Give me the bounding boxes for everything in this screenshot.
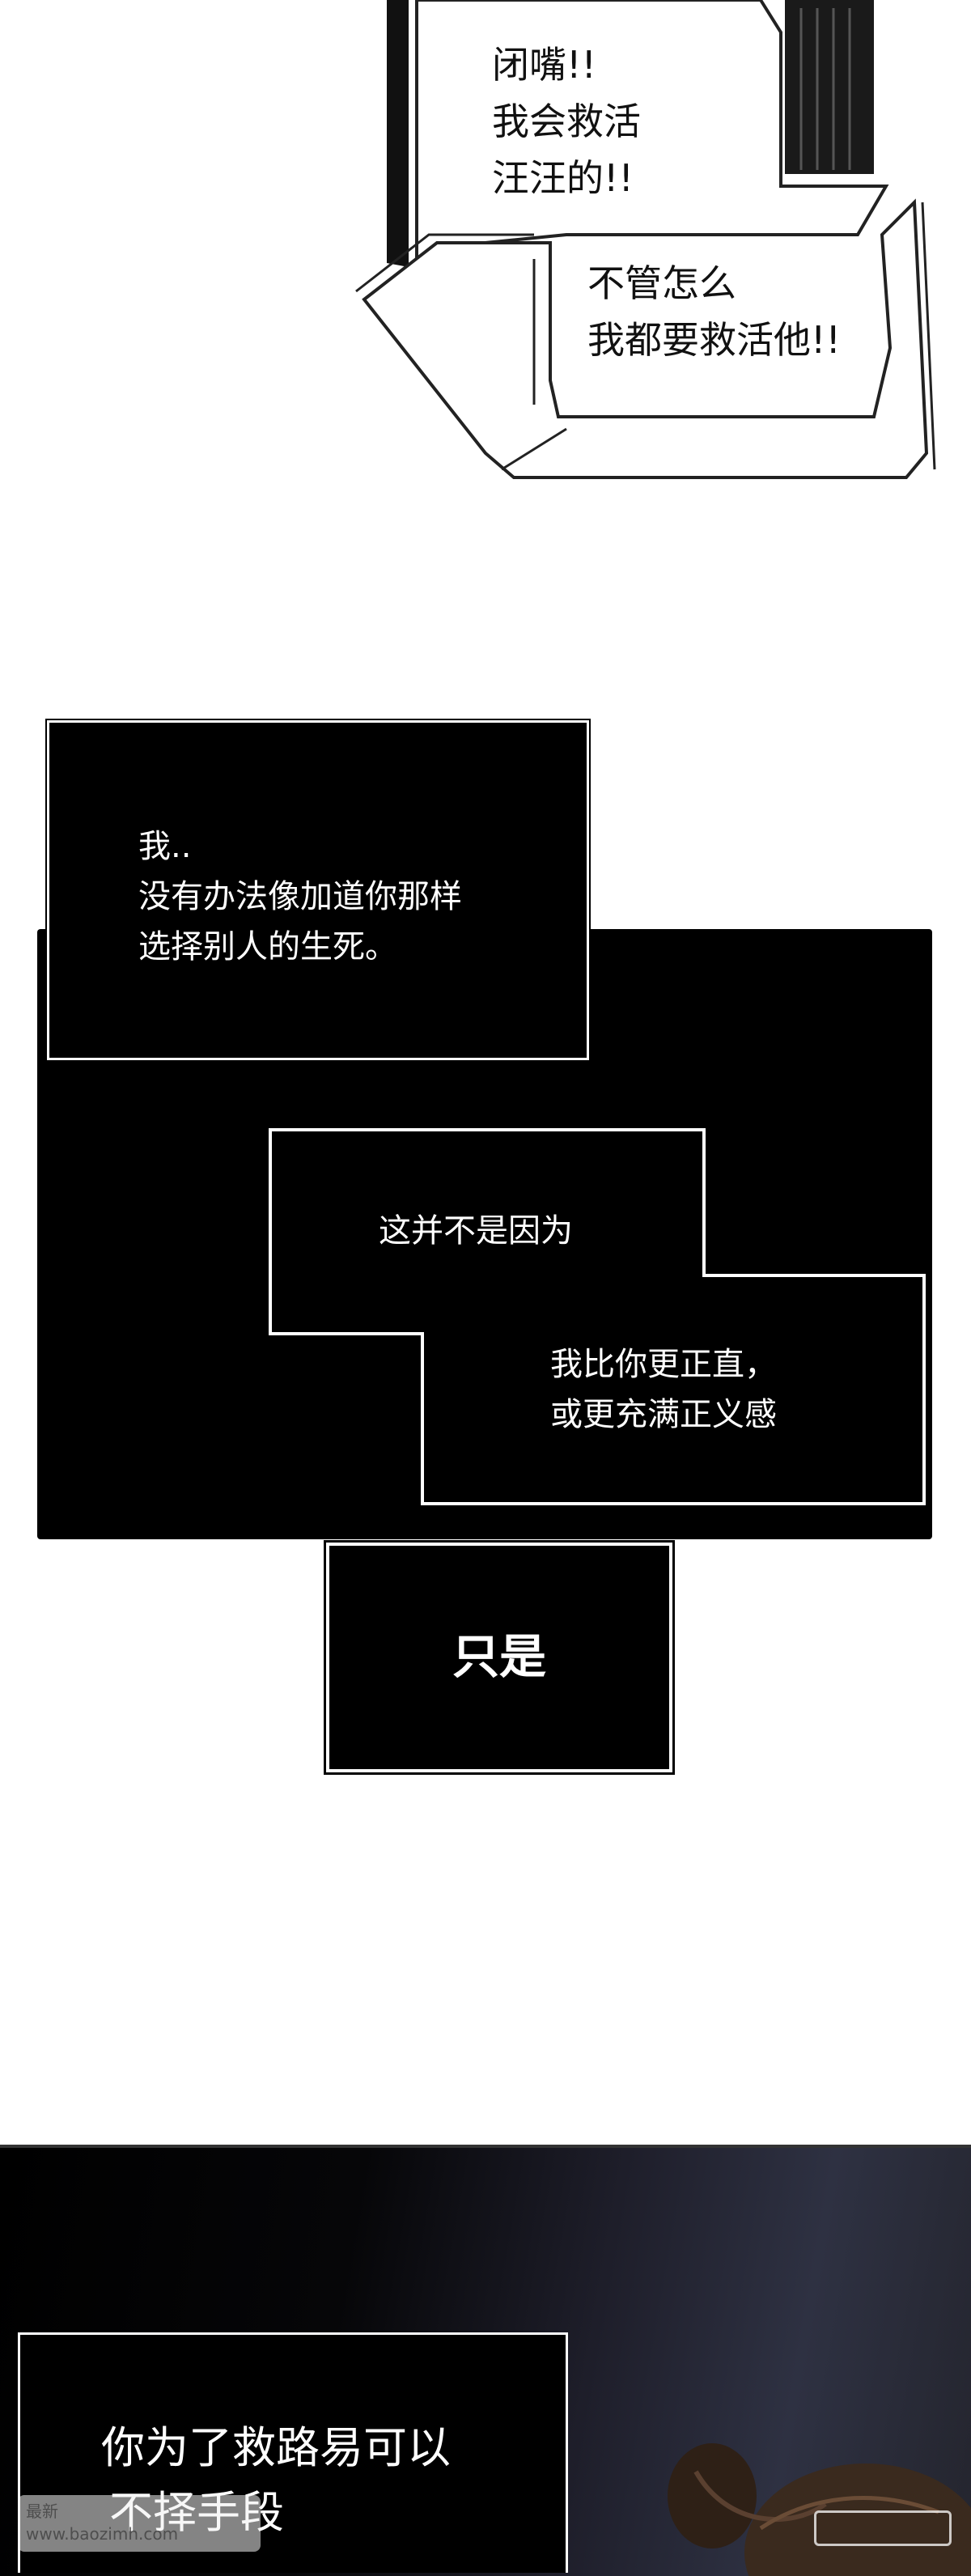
top-panel: 闭嘴!! 我会救活 汪汪的!! 不管怎么 我都要救活他!!: [0, 0, 971, 486]
publisher-logo: [814, 2510, 952, 2546]
hair-illustration: [668, 2443, 971, 2576]
watermark-line-1: 最新: [26, 2502, 58, 2521]
narration-box-stepped: [269, 1128, 926, 1505]
watermark-line-2: www.baozimh.com: [26, 2524, 179, 2544]
speech-bubble-lower: 不管怎么 我都要救活他!!: [587, 261, 841, 362]
narration-box-1: 我.. 没有办法像加道你那样 选择别人的生死。: [45, 719, 591, 1062]
narration-box-4: 只是: [324, 1540, 675, 1775]
narration-text-1: 我.. 没有办法像加道你那样 选择别人的生死。: [138, 828, 462, 965]
narration-text-3: 我比你更正直， 或更充满正义感: [550, 1346, 777, 1433]
site-watermark: 最新 www.baozimh.com: [18, 2495, 261, 2552]
narration-text-2: 这并不是因为: [379, 1212, 573, 1250]
narration-text-4: 只是: [452, 1629, 546, 1684]
speech-bubble-upper: 闭嘴!! 我会救活 汪汪的!!: [492, 43, 641, 200]
narration-text-5a: 你为了救路易可以: [101, 2422, 451, 2473]
speech-bubble-art: [355, 0, 936, 479]
